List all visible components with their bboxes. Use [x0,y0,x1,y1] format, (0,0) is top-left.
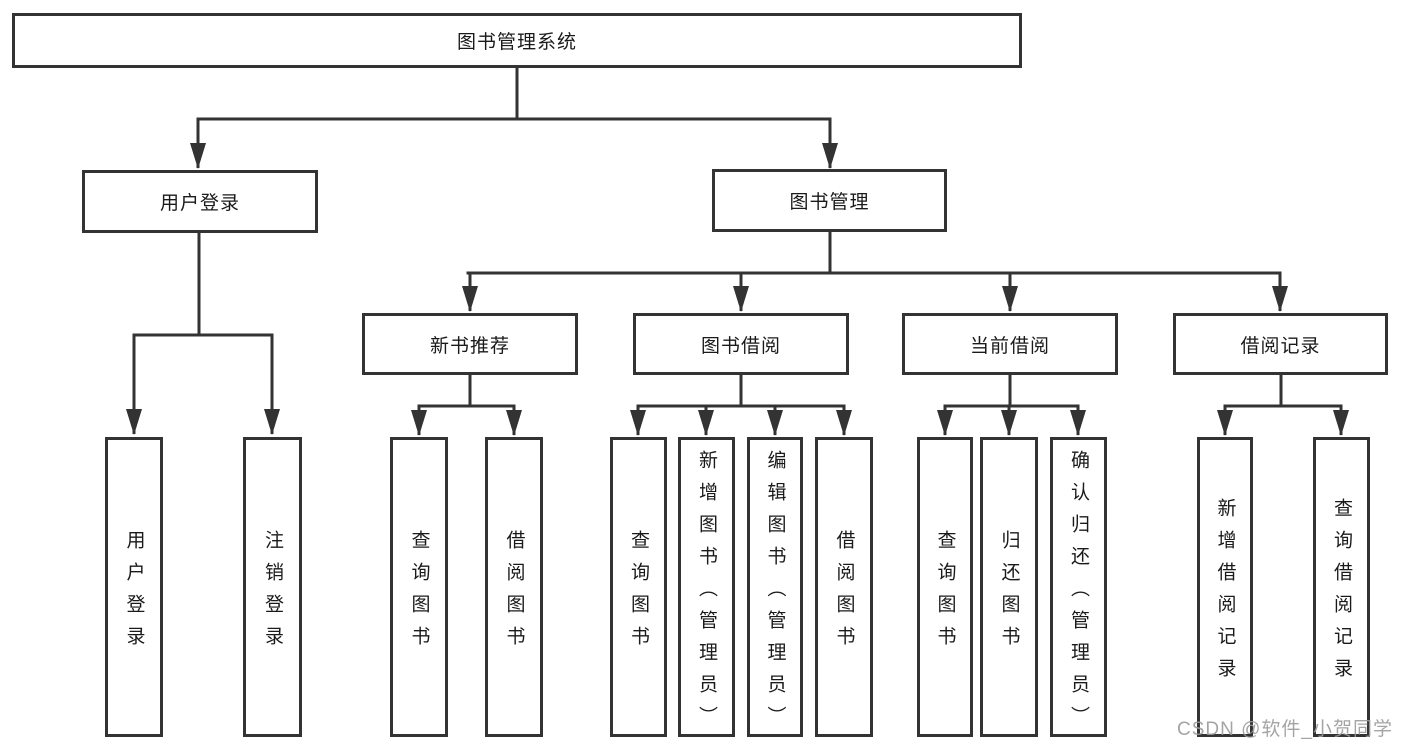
node-leaf-cb-confirm-return: 确认归还（管理员） [1050,437,1107,738]
node-book-mgmt: 图书管理 [712,169,947,232]
node-leaf-user-login: 用户登录 [105,437,163,737]
node-borrow-records-label: 借阅记录 [1240,335,1321,357]
node-current-borrow: 当前借阅 [902,313,1118,375]
node-leaf-cb-return-books: 归还图书 [980,437,1038,737]
node-root: 图书管理系统 [12,13,1022,68]
node-leaf-logout: 注销登录 [243,437,302,737]
node-leaf-bb-edit-books-label: 编辑图书（管理员） [764,449,786,738]
node-leaf-cb-confirm-return-label: 确认归还（管理员） [1068,449,1089,738]
node-book-borrow-label: 图书借阅 [700,335,781,357]
node-leaf-bb-borrow-books: 借阅图书 [815,437,873,737]
node-leaf-bb-add-books: 新增图书（管理员） [678,437,735,738]
node-current-borrow-label: 当前借阅 [969,335,1050,357]
node-borrow-records: 借阅记录 [1173,313,1388,375]
node-leaf-br-add-record-label: 新增借阅记录 [1214,497,1236,690]
node-new-books-label: 新书推荐 [429,335,510,357]
node-leaf-logout-label: 注销登录 [262,529,283,658]
node-leaf-br-query-record-label: 查询借阅记录 [1331,497,1352,690]
node-leaf-cb-return-books-label: 归还图书 [998,529,1020,658]
node-leaf-nb-query-books: 查询图书 [390,437,448,737]
node-leaf-cb-query-books: 查询图书 [917,437,973,737]
watermark: CSDN @软件_小贺同学 [1177,719,1393,740]
node-leaf-nb-borrow-books: 借阅图书 [485,437,543,737]
node-leaf-bb-query-books: 查询图书 [610,437,667,737]
node-book-borrow: 图书借阅 [633,313,849,375]
node-leaf-cb-query-books-label: 查询图书 [934,529,956,658]
node-leaf-bb-borrow-books-label: 借阅图书 [833,529,855,658]
node-leaf-user-login-label: 用户登录 [123,529,145,658]
node-leaf-bb-edit-books: 编辑图书（管理员） [747,437,803,738]
node-new-books: 新书推荐 [362,313,578,375]
node-user-login: 用户登录 [82,170,318,233]
node-root-label: 图书管理系统 [456,32,577,53]
node-leaf-nb-query-books-label: 查询图书 [408,529,430,658]
node-leaf-bb-add-books-label: 新增图书（管理员） [696,449,717,738]
node-leaf-br-query-record: 查询借阅记录 [1313,437,1370,737]
node-leaf-nb-borrow-books-label: 借阅图书 [503,529,525,658]
node-leaf-bb-query-books-label: 查询图书 [628,529,649,658]
node-leaf-br-add-record: 新增借阅记录 [1197,437,1253,737]
node-user-login-label: 用户登录 [159,193,240,214]
node-book-mgmt-label: 图书管理 [789,192,870,213]
